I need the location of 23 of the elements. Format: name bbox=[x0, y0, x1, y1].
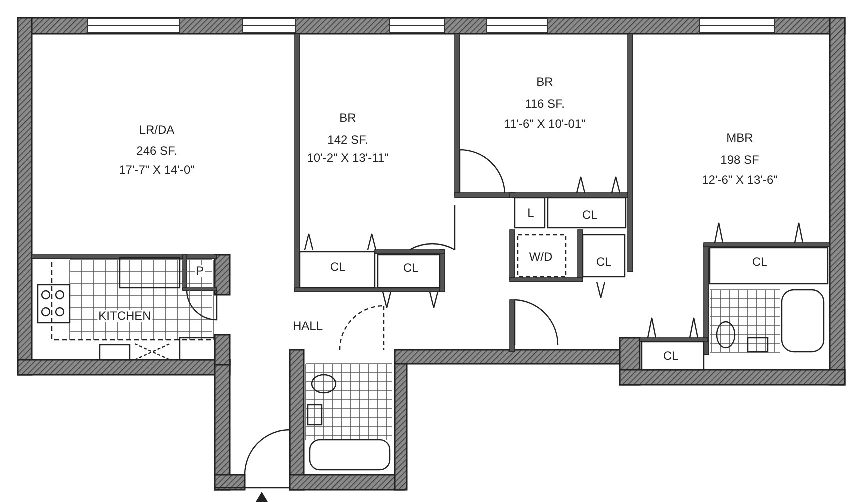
room-name: MBR bbox=[726, 132, 754, 144]
closet-label: CL bbox=[662, 350, 680, 362]
room-area: 246 SF. bbox=[136, 145, 178, 157]
room-dimensions: 17'-7" X 14'-0" bbox=[118, 164, 196, 176]
room-dimensions: 10'-2" X 13'-11" bbox=[306, 152, 390, 164]
laundry-label: W/D bbox=[528, 251, 554, 263]
room-area: 116 SF. bbox=[524, 98, 566, 110]
room-name: HALL bbox=[292, 320, 324, 332]
closet-label: CL bbox=[329, 261, 347, 273]
room-area: 142 SF. bbox=[326, 134, 370, 146]
closet-label: CL bbox=[751, 256, 769, 268]
room-name: KITCHEN bbox=[98, 310, 152, 322]
room-dimensions: 12'-6" X 13'-6" bbox=[701, 174, 779, 186]
room-area: 198 SF bbox=[720, 154, 760, 166]
closet-label: CL bbox=[581, 209, 599, 221]
room-name: BR bbox=[536, 76, 554, 88]
pantry-label: P bbox=[195, 265, 205, 277]
closet-label: CL bbox=[402, 262, 420, 274]
room-dimensions: 11'-6" X 10'-01" bbox=[503, 118, 587, 130]
closet-label: L bbox=[526, 207, 536, 219]
room-name: BR bbox=[338, 112, 358, 124]
closet-label: CL bbox=[595, 256, 613, 268]
room-name: LR/DA bbox=[138, 124, 176, 136]
